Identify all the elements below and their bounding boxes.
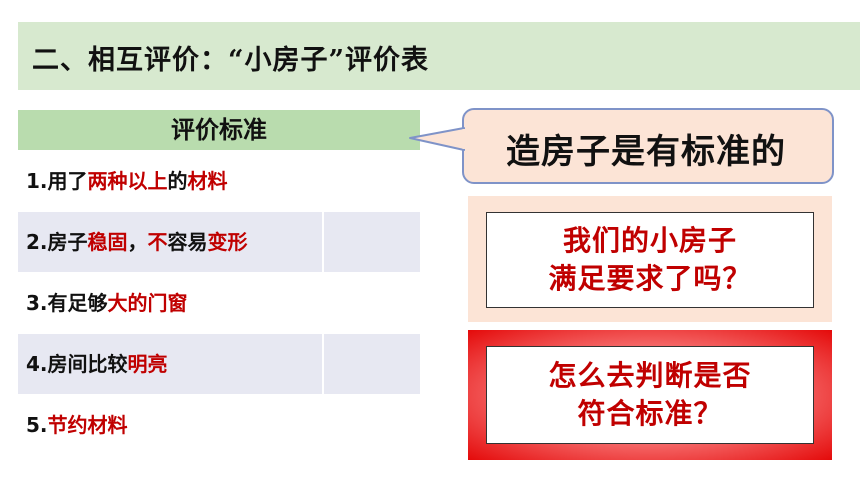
question-1-line-2: 满足要求了吗？	[548, 262, 752, 295]
table-row: 2.房子稳固，不容易变形	[18, 212, 420, 273]
criterion-part: 1.用了	[26, 169, 88, 193]
criterion-part: 容易	[167, 230, 208, 254]
table-row: 4.房间比较明亮	[18, 334, 420, 395]
criterion-keyword: 两种以上	[87, 169, 168, 193]
criterion-keyword: 明亮	[127, 352, 168, 376]
criterion-part: 2.房子	[26, 230, 88, 254]
criterion-text: 4.房间比较明亮	[26, 334, 168, 394]
question-box-2: 怎么去判断是否 符合标准？	[486, 346, 814, 444]
criterion-keyword: 材料	[187, 169, 228, 193]
cell-divider	[322, 334, 324, 394]
criterion-text: 5.节约材料	[26, 395, 128, 455]
criterion-text: 1.用了两种以上的材料	[26, 151, 228, 211]
cell-divider	[322, 151, 324, 211]
cell-divider	[322, 273, 324, 333]
criterion-part: 4.房间比较	[26, 352, 128, 376]
table-header: 评价标准	[18, 110, 420, 151]
speech-bubble	[462, 108, 834, 184]
criterion-part: 5.	[26, 413, 48, 437]
question-1-line-1: 我们的小房子	[562, 224, 737, 257]
criterion-keyword: 稳固	[87, 230, 128, 254]
title-band	[18, 22, 860, 90]
evaluation-table: 评价标准 1.用了两种以上的材料 2.房子稳固，不容易变形 3.有足够大的门窗 …	[18, 110, 420, 456]
criterion-keyword: 变形	[207, 230, 248, 254]
question-2-line-2: 符合标准？	[577, 397, 723, 430]
criterion-part: 的	[167, 169, 188, 193]
page-title: 二、相互评价：“小房子”评价表	[32, 45, 430, 76]
criterion-text: 2.房子稳固，不容易变形	[26, 212, 248, 272]
cell-divider	[322, 395, 324, 455]
criterion-keyword: 不	[147, 230, 168, 254]
criterion-text: 3.有足够大的门窗	[26, 273, 188, 333]
criterion-keyword: 节约材料	[47, 413, 128, 437]
cell-divider	[322, 212, 324, 272]
criterion-keyword: 大的门窗	[107, 291, 188, 315]
question-box-1: 我们的小房子 满足要求了吗？	[486, 212, 814, 308]
table-row: 3.有足够大的门窗	[18, 273, 420, 334]
criterion-part: ，	[127, 230, 148, 254]
question-2-line-1: 怎么去判断是否	[548, 359, 752, 392]
table-row: 1.用了两种以上的材料	[18, 151, 420, 212]
table-row: 5.节约材料	[18, 395, 420, 456]
criterion-part: 3.有足够	[26, 291, 108, 315]
bubble-text: 造房子是有标准的	[506, 132, 786, 172]
